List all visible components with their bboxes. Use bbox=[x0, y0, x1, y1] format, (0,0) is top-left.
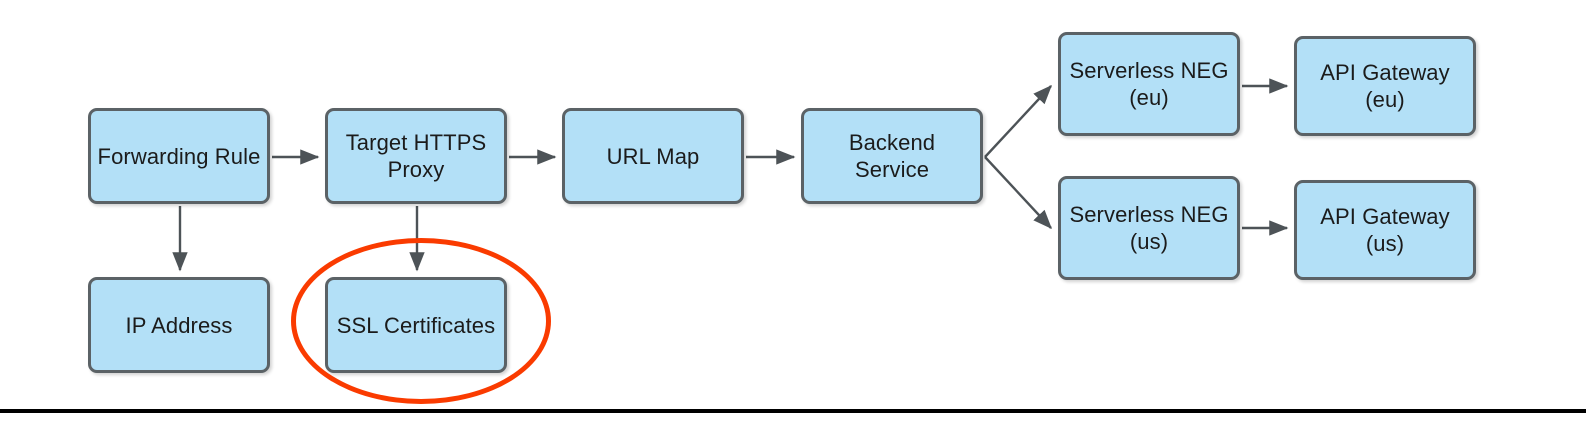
edge-backend-service-to-serverless-neg-eu bbox=[984, 84, 1052, 158]
node-label-api-gateway-us: API Gateway (us) bbox=[1320, 204, 1450, 256]
bottom-border-rule bbox=[0, 409, 1586, 413]
node-serverless-neg-us[interactable]: Serverless NEG (us) bbox=[1058, 176, 1240, 280]
node-serverless-neg-eu[interactable]: Serverless NEG (eu) bbox=[1058, 32, 1240, 136]
node-url-map[interactable]: URL Map bbox=[562, 108, 744, 204]
edge-backend-service-to-serverless-neg-us bbox=[984, 156, 1052, 230]
node-label-ssl-certificates: SSL Certificates bbox=[336, 312, 496, 338]
node-label-api-gateway-eu: API Gateway (eu) bbox=[1320, 60, 1450, 112]
node-ssl-certificates[interactable]: SSL Certificates bbox=[325, 277, 507, 373]
node-api-gateway-eu[interactable]: API Gateway (eu) bbox=[1294, 36, 1476, 136]
node-backend-service[interactable]: Backend Service bbox=[801, 108, 983, 204]
node-label-serverless-neg-eu: Serverless NEG (eu) bbox=[1069, 58, 1229, 110]
node-label-serverless-neg-us: Serverless NEG (us) bbox=[1069, 202, 1229, 254]
node-forwarding-rule[interactable]: Forwarding Rule bbox=[88, 108, 270, 204]
node-label-backend-service: Backend Service bbox=[848, 130, 936, 182]
node-label-forwarding-rule: Forwarding Rule bbox=[97, 143, 261, 169]
node-ip-address[interactable]: IP Address bbox=[88, 277, 270, 373]
node-target-https-proxy[interactable]: Target HTTPS Proxy bbox=[325, 108, 507, 204]
node-label-target-https-proxy: Target HTTPS Proxy bbox=[345, 130, 487, 182]
node-label-ip-address: IP Address bbox=[125, 312, 233, 338]
node-label-url-map: URL Map bbox=[606, 143, 700, 169]
node-api-gateway-us[interactable]: API Gateway (us) bbox=[1294, 180, 1476, 280]
